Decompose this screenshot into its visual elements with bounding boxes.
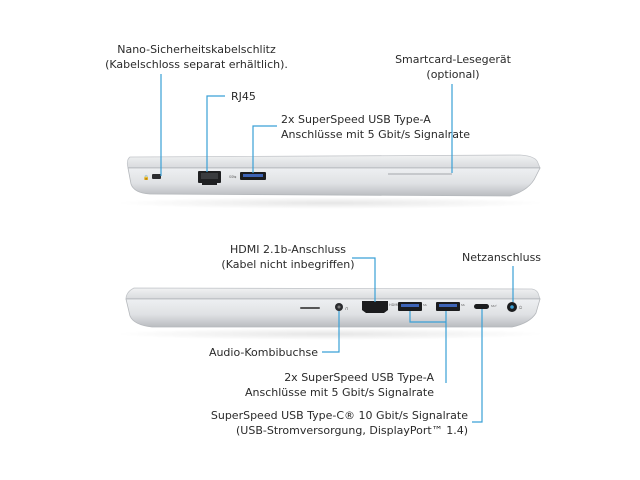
leader-lines-top	[160, 74, 453, 176]
laptop-left-side: 🔒 ss⇆	[115, 154, 545, 209]
svg-text:ss: ss	[461, 303, 465, 307]
svg-text:ss⇆: ss⇆	[229, 174, 237, 179]
label-usb-a-bottom: 2x SuperSpeed USB Type-A Anschlüsse mit …	[244, 371, 434, 399]
leader-lines-bottom	[322, 257, 514, 423]
label-rj45: RJ45	[231, 90, 256, 103]
security-slot-port	[152, 174, 161, 179]
svg-text:HDMI: HDMI	[389, 303, 398, 307]
sd-card-slot	[300, 307, 320, 309]
usb-c-port	[474, 304, 489, 309]
label-hdmi: HDMI 2.1b-Anschluss (Kabel nicht inbegri…	[221, 243, 355, 271]
hdmi-port	[362, 301, 388, 313]
label-security-slot: Nano-Sicherheitskabelschlitz (Kabelschlo…	[105, 43, 288, 71]
laptop-right-side: ∩ HDMI ss ss ss⚡ ⏻	[115, 287, 545, 340]
label-usb-a-top: 2x SuperSpeed USB Type-A Anschlüsse mit …	[281, 113, 471, 141]
label-audio: Audio-Kombibuchse	[208, 346, 318, 359]
svg-text:🔒: 🔒	[143, 174, 149, 181]
label-usb-c: SuperSpeed USB Type-C® 10 Gbit/s Signalr…	[210, 409, 468, 437]
svg-text:⏻: ⏻	[519, 305, 523, 310]
label-power: Netzanschluss	[462, 251, 542, 264]
label-smartcard: Smartcard-Lesegerät (optional)	[395, 53, 511, 81]
svg-text:ss: ss	[423, 303, 427, 307]
svg-text:ss⚡: ss⚡	[491, 304, 498, 308]
svg-text:∩: ∩	[345, 306, 349, 312]
